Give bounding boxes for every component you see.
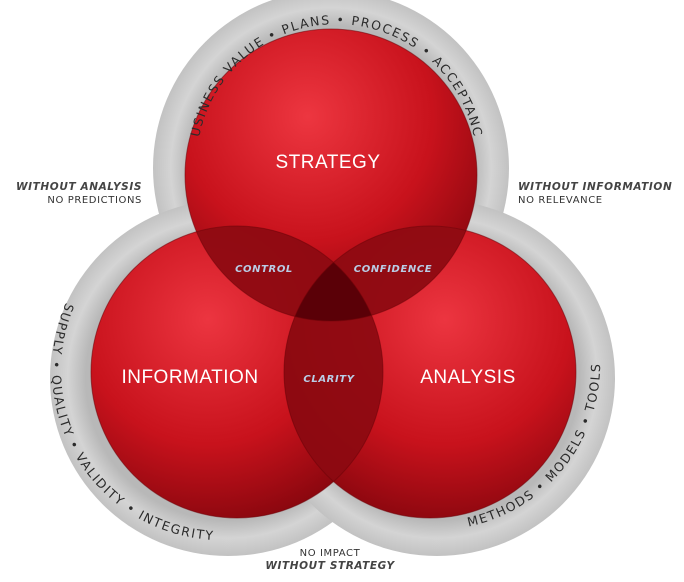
label-confidence: CONFIDENCE [354, 264, 432, 275]
note-left-text: NO PREDICTIONS [47, 195, 142, 206]
title-strategy: STRATEGY [276, 152, 381, 173]
note-bottom-title: WITHOUT STRATEGY [265, 560, 395, 572]
note-left-title: WITHOUT ANALYSIS [15, 181, 142, 193]
note-without-analysis: WITHOUT ANALYSIS NO PREDICTIONS [10, 181, 142, 207]
note-bottom-text: NO IMPACT [299, 548, 361, 559]
title-analysis: ANALYSIS [420, 367, 516, 388]
overlaps [90, 28, 577, 519]
note-right-title: WITHOUT INFORMATION [518, 181, 673, 193]
note-without-information: WITHOUT INFORMATION NO RELEVANCE [518, 181, 678, 207]
note-right-text: NO RELEVANCE [518, 195, 603, 206]
label-control: CONTROL [235, 264, 293, 275]
overlap-center [284, 226, 383, 321]
title-information: INFORMATION [121, 367, 258, 388]
note-without-strategy: NO IMPACT WITHOUT STRATEGY [248, 547, 412, 573]
label-clarity: CLARITY [303, 374, 355, 385]
